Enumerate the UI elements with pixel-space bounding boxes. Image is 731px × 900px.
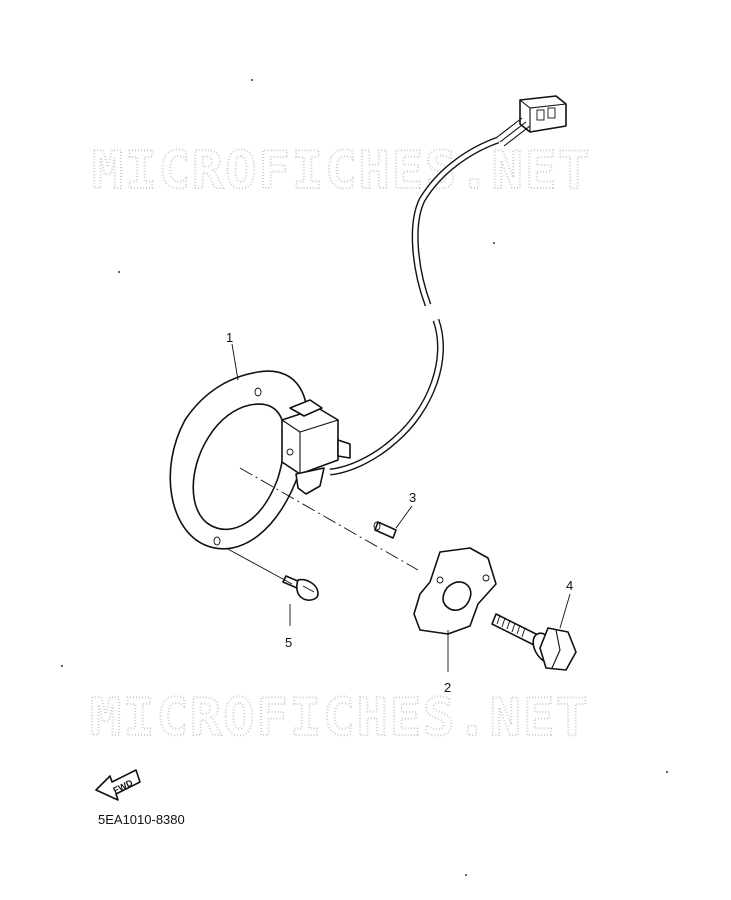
callout-2: 2 [444,680,451,695]
flange-bolt [491,613,577,671]
callout-4: 4 [566,578,573,593]
leader-4 [559,593,571,629]
leader-5 [225,547,293,626]
watermark-top: MICROFICHES.NET [92,141,592,201]
callout-1: 1 [226,330,233,345]
drawing-code: 5EA1010-8380 [98,812,185,827]
callout-3: 3 [409,490,416,505]
fwd-arrow-icon: FWD [95,769,141,801]
assembly-axis [239,467,419,571]
dowel-pin [373,521,397,539]
leader-1 [231,343,239,381]
leader-3 [395,505,413,529]
screw [282,575,319,601]
callout-5: 5 [285,635,292,650]
rotor-plate [413,547,497,635]
wire-connector [495,95,567,147]
pickup-coil [281,399,351,495]
watermark-bottom: MICROFICHES.NET [90,688,590,748]
